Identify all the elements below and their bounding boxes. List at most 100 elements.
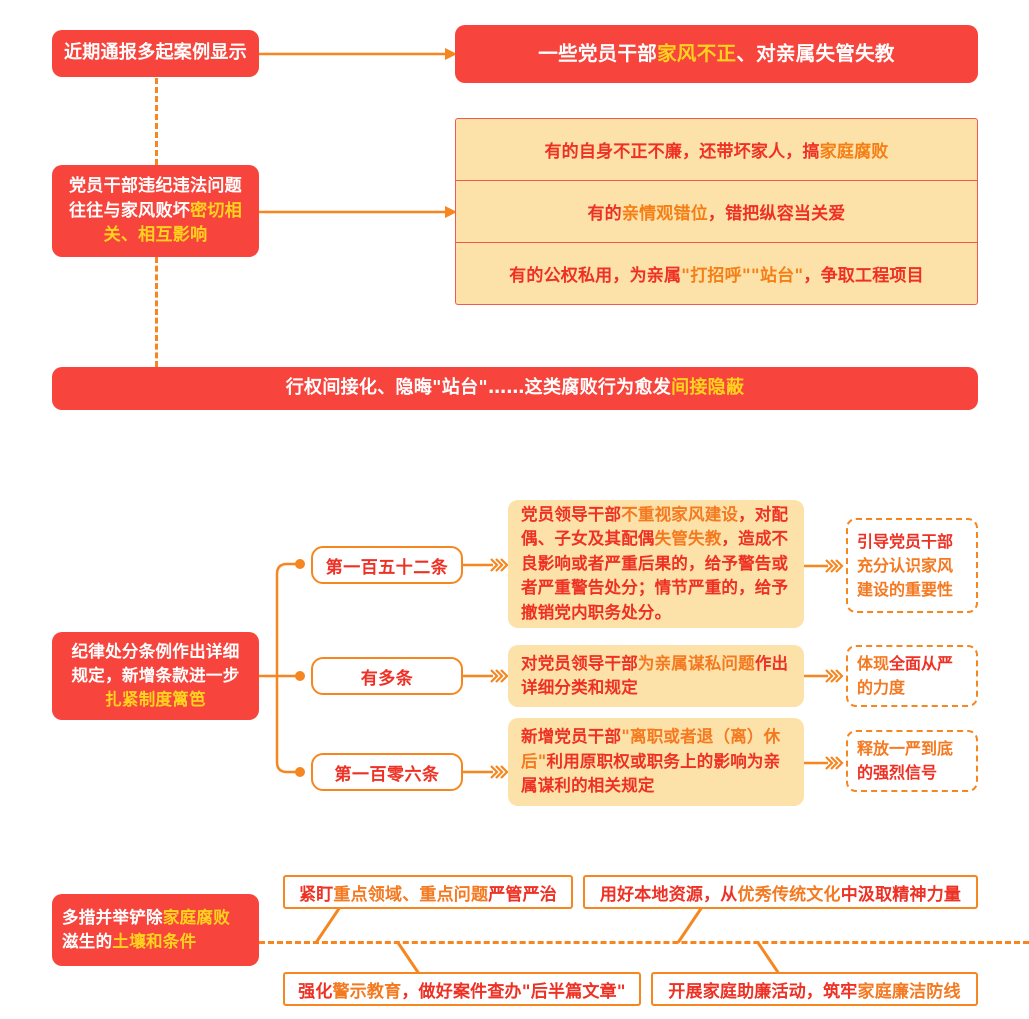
measures-line2-highlight: 土壤和条件 bbox=[112, 932, 197, 951]
article-label-1[interactable]: 第一百五十二条 bbox=[311, 546, 463, 584]
m2-hl: 优秀传统文化 bbox=[737, 884, 841, 905]
outcome-box-1-text: 引导党员干部充分认识家风建设的重要性 bbox=[857, 530, 967, 602]
c1-seg3: ，对配偶、子女及其配偶 bbox=[521, 504, 789, 549]
table-row: 有的自身不正不廉，还带坏家人，搞家庭腐败 bbox=[456, 119, 977, 181]
measure-box-2: 用好本地资源，从优秀传统文化中汲取精神力量 bbox=[583, 875, 978, 909]
headline-highlight: 家风不正 bbox=[657, 41, 737, 65]
regulation-line1: 纪律处分条例作出详细 bbox=[71, 642, 240, 662]
c2-seg2: 为亲属谋私问题 bbox=[637, 653, 755, 673]
chevron-arrow-icon-4 bbox=[804, 559, 844, 573]
table-row-text: 有的公权私用，为亲属"打招呼""站台"，争取工程项目 bbox=[509, 261, 924, 286]
measure-box-1: 紧盯重点领域、重点问题严管严治 bbox=[283, 875, 573, 909]
article-label-2-text: 有多条 bbox=[360, 668, 414, 689]
m3-hl: 警示教育 bbox=[332, 981, 402, 1002]
c3-seg3: 利用原职权或职务上的影响为亲属谋利的相关规定 bbox=[521, 751, 781, 796]
c1-seg5: ，造成不良影响或者严重后果的，给予警告或者严重警告处分；情节严重的，给予撤销党内… bbox=[521, 529, 789, 622]
m1-pre: 紧盯 bbox=[298, 884, 334, 905]
article-label-3-text: 第一百零六条 bbox=[334, 764, 440, 785]
c2-seg1: 对党员领导干部 bbox=[521, 653, 638, 673]
arrow-cause-to-table bbox=[259, 206, 457, 218]
row1-pre: 有的自身不正不廉，还带坏家人，搞 bbox=[544, 142, 820, 162]
c1-seg4: 失管失教 bbox=[654, 529, 722, 549]
measures-line1-pre: 多措并举铲除 bbox=[62, 908, 163, 928]
headline-post: 、对亲属失管失教 bbox=[736, 41, 895, 65]
row3-post: ，争取工程项目 bbox=[803, 266, 924, 286]
o3-seg1: 释放一严到底 bbox=[857, 739, 954, 758]
cause-line1: 党员干部违纪违法问题 bbox=[68, 176, 242, 197]
article-content-2: 对党员领导干部为亲属谋私问题作出详细分类和规定 bbox=[508, 645, 804, 707]
article-content-1-text: 党员领导干部不重视家风建设，对配偶、子女及其配偶失管失教，造成不良影响或者严重后… bbox=[521, 503, 791, 625]
dashed-connector-source-cause bbox=[155, 78, 158, 165]
headline-text: 一些党员干部家风不正、对亲属失管失教 bbox=[538, 40, 894, 68]
row3-highlight: "打招呼""站台" bbox=[681, 266, 804, 286]
row1-highlight: 家庭腐败 bbox=[819, 142, 889, 162]
summary-highlight: 间接隐蔽 bbox=[671, 377, 745, 399]
chevron-arrow-icon-6 bbox=[804, 756, 844, 770]
diagonal-connector-1 bbox=[314, 906, 341, 943]
o1-seg2: 充分认识家风建设的重要性 bbox=[857, 555, 954, 599]
headline-pre: 一些党员干部 bbox=[538, 41, 658, 65]
outcome-box-3: 释放一严到底的强烈信号 bbox=[846, 730, 978, 792]
m3-post: ，做好案件查办"后半篇文章" bbox=[401, 981, 626, 1002]
row2-pre: 有的 bbox=[587, 204, 622, 224]
article-label-3[interactable]: 第一百零六条 bbox=[311, 753, 463, 791]
table-row-text: 有的亲情观错位，错把纵容当关爱 bbox=[587, 199, 845, 224]
c1-seg2: 不重视家风建设 bbox=[621, 504, 739, 524]
diagonal-connector-3 bbox=[676, 906, 703, 943]
bracket-connector-regulation bbox=[259, 559, 305, 777]
headline-banner: 一些党员干部家风不正、对亲属失管失教 bbox=[455, 25, 978, 83]
measures-line2-pre: 滋生的 bbox=[62, 932, 113, 951]
o1-seg1: 引导党员干部 bbox=[857, 531, 954, 551]
cause-box: 党员干部违纪违法问题 往往与家风败坏密切相 关、相互影响 bbox=[52, 165, 259, 257]
source-box-label: 近期通报多起案例显示 bbox=[64, 42, 247, 64]
m2-pre: 用好本地资源，从 bbox=[599, 884, 738, 905]
source-box: 近期通报多起案例显示 bbox=[52, 30, 259, 77]
m1-hl: 重点领域、重点问题 bbox=[333, 884, 489, 905]
measures-box-text: 多措并举铲除家庭腐败 滋生的土壤和条件 bbox=[62, 906, 230, 954]
o2-seg3: 的力度 bbox=[857, 678, 906, 697]
table-row-text: 有的自身不正不廉，还带坏家人，搞家庭腐败 bbox=[544, 137, 888, 162]
measures-line1-highlight: 家庭腐败 bbox=[162, 908, 231, 928]
measure-box-2-text: 用好本地资源，从优秀传统文化中汲取精神力量 bbox=[600, 880, 961, 905]
row2-post: ，错把纵容当关爱 bbox=[707, 204, 846, 224]
chevron-arrow-icon-2 bbox=[463, 669, 509, 683]
measure-box-4: 开展家庭助廉活动，筑牢家庭廉洁防线 bbox=[651, 972, 978, 1006]
c3-seg1: 新增党员干部 bbox=[521, 727, 622, 747]
m2-post: 中汲取精神力量 bbox=[840, 884, 962, 905]
dashed-spine bbox=[259, 941, 1029, 944]
m4-pre: 开展家庭助廉活动，筑牢 bbox=[668, 981, 858, 1002]
outcome-box-2-text: 体现全面从严的力度 bbox=[857, 652, 967, 700]
o3-seg2: 的强烈信号 bbox=[857, 763, 938, 782]
article-content-1: 党员领导干部不重视家风建设，对配偶、子女及其配偶失管失教，造成不良影响或者严重后… bbox=[508, 500, 804, 628]
regulation-line3-highlight: 扎紧制度篱笆 bbox=[105, 689, 206, 709]
outcome-box-2: 体现全面从严的力度 bbox=[846, 645, 978, 707]
measure-box-1-text: 紧盯重点领域、重点问题严管严治 bbox=[299, 880, 557, 905]
cause-line2-highlight: 密切相 bbox=[190, 200, 242, 221]
table-row: 有的亲情观错位，错把纵容当关爱 bbox=[456, 181, 977, 243]
article-content-2-text: 对党员领导干部为亲属谋私问题作出详细分类和规定 bbox=[521, 652, 791, 701]
chevron-arrow-icon-5 bbox=[804, 669, 844, 683]
measure-box-3: 强化警示教育，做好案件查办"后半篇文章" bbox=[283, 972, 641, 1006]
article-content-3-text: 新增党员干部"离职或者退（离）休后"利用原职权或职务上的影响为亲属谋利的相关规定 bbox=[521, 725, 791, 798]
outcome-box-3-text: 释放一严到底的强烈信号 bbox=[857, 737, 967, 785]
table-row: 有的公权私用，为亲属"打招呼""站台"，争取工程项目 bbox=[456, 243, 977, 304]
dashed-connector-cause-banner bbox=[155, 257, 158, 367]
article-label-2[interactable]: 有多条 bbox=[311, 657, 463, 695]
chevron-arrow-icon-3 bbox=[463, 765, 509, 779]
regulation-line2: 规定，新增条款进一步 bbox=[71, 666, 240, 686]
summary-banner: 行权间接化、隐晦"站台"……这类腐败行为愈发间接隐蔽 bbox=[52, 367, 978, 410]
measure-box-3-text: 强化警示教育，做好案件查办"后半篇文章" bbox=[298, 977, 626, 1002]
o2-seg1: 体现 bbox=[857, 654, 890, 673]
summary-pre: 行权间接化、隐晦"站台"……这类腐败行为愈发 bbox=[285, 377, 672, 399]
o2-seg2: 全面从严 bbox=[889, 654, 954, 673]
regulation-box: 纪律处分条例作出详细 规定，新增条款进一步 扎紧制度篱笆 bbox=[52, 632, 259, 720]
regulation-box-text: 纪律处分条例作出详细 规定，新增条款进一步 扎紧制度篱笆 bbox=[72, 640, 240, 712]
cause-line3-highlight: 关、相互影响 bbox=[103, 225, 208, 246]
m3-pre: 强化 bbox=[298, 981, 333, 1002]
summary-banner-text: 行权间接化、隐晦"站台"……这类腐败行为愈发间接隐蔽 bbox=[286, 375, 745, 401]
arrow-source-to-headline bbox=[259, 48, 457, 60]
row3-pre: 有的公权私用，为亲属 bbox=[509, 266, 682, 286]
manifestation-table: 有的自身不正不廉，还带坏家人，搞家庭腐败 有的亲情观错位，错把纵容当关爱 有的公… bbox=[455, 118, 978, 305]
measures-box: 多措并举铲除家庭腐败 滋生的土壤和条件 bbox=[52, 894, 259, 966]
chevron-arrow-icon-1 bbox=[463, 558, 509, 572]
